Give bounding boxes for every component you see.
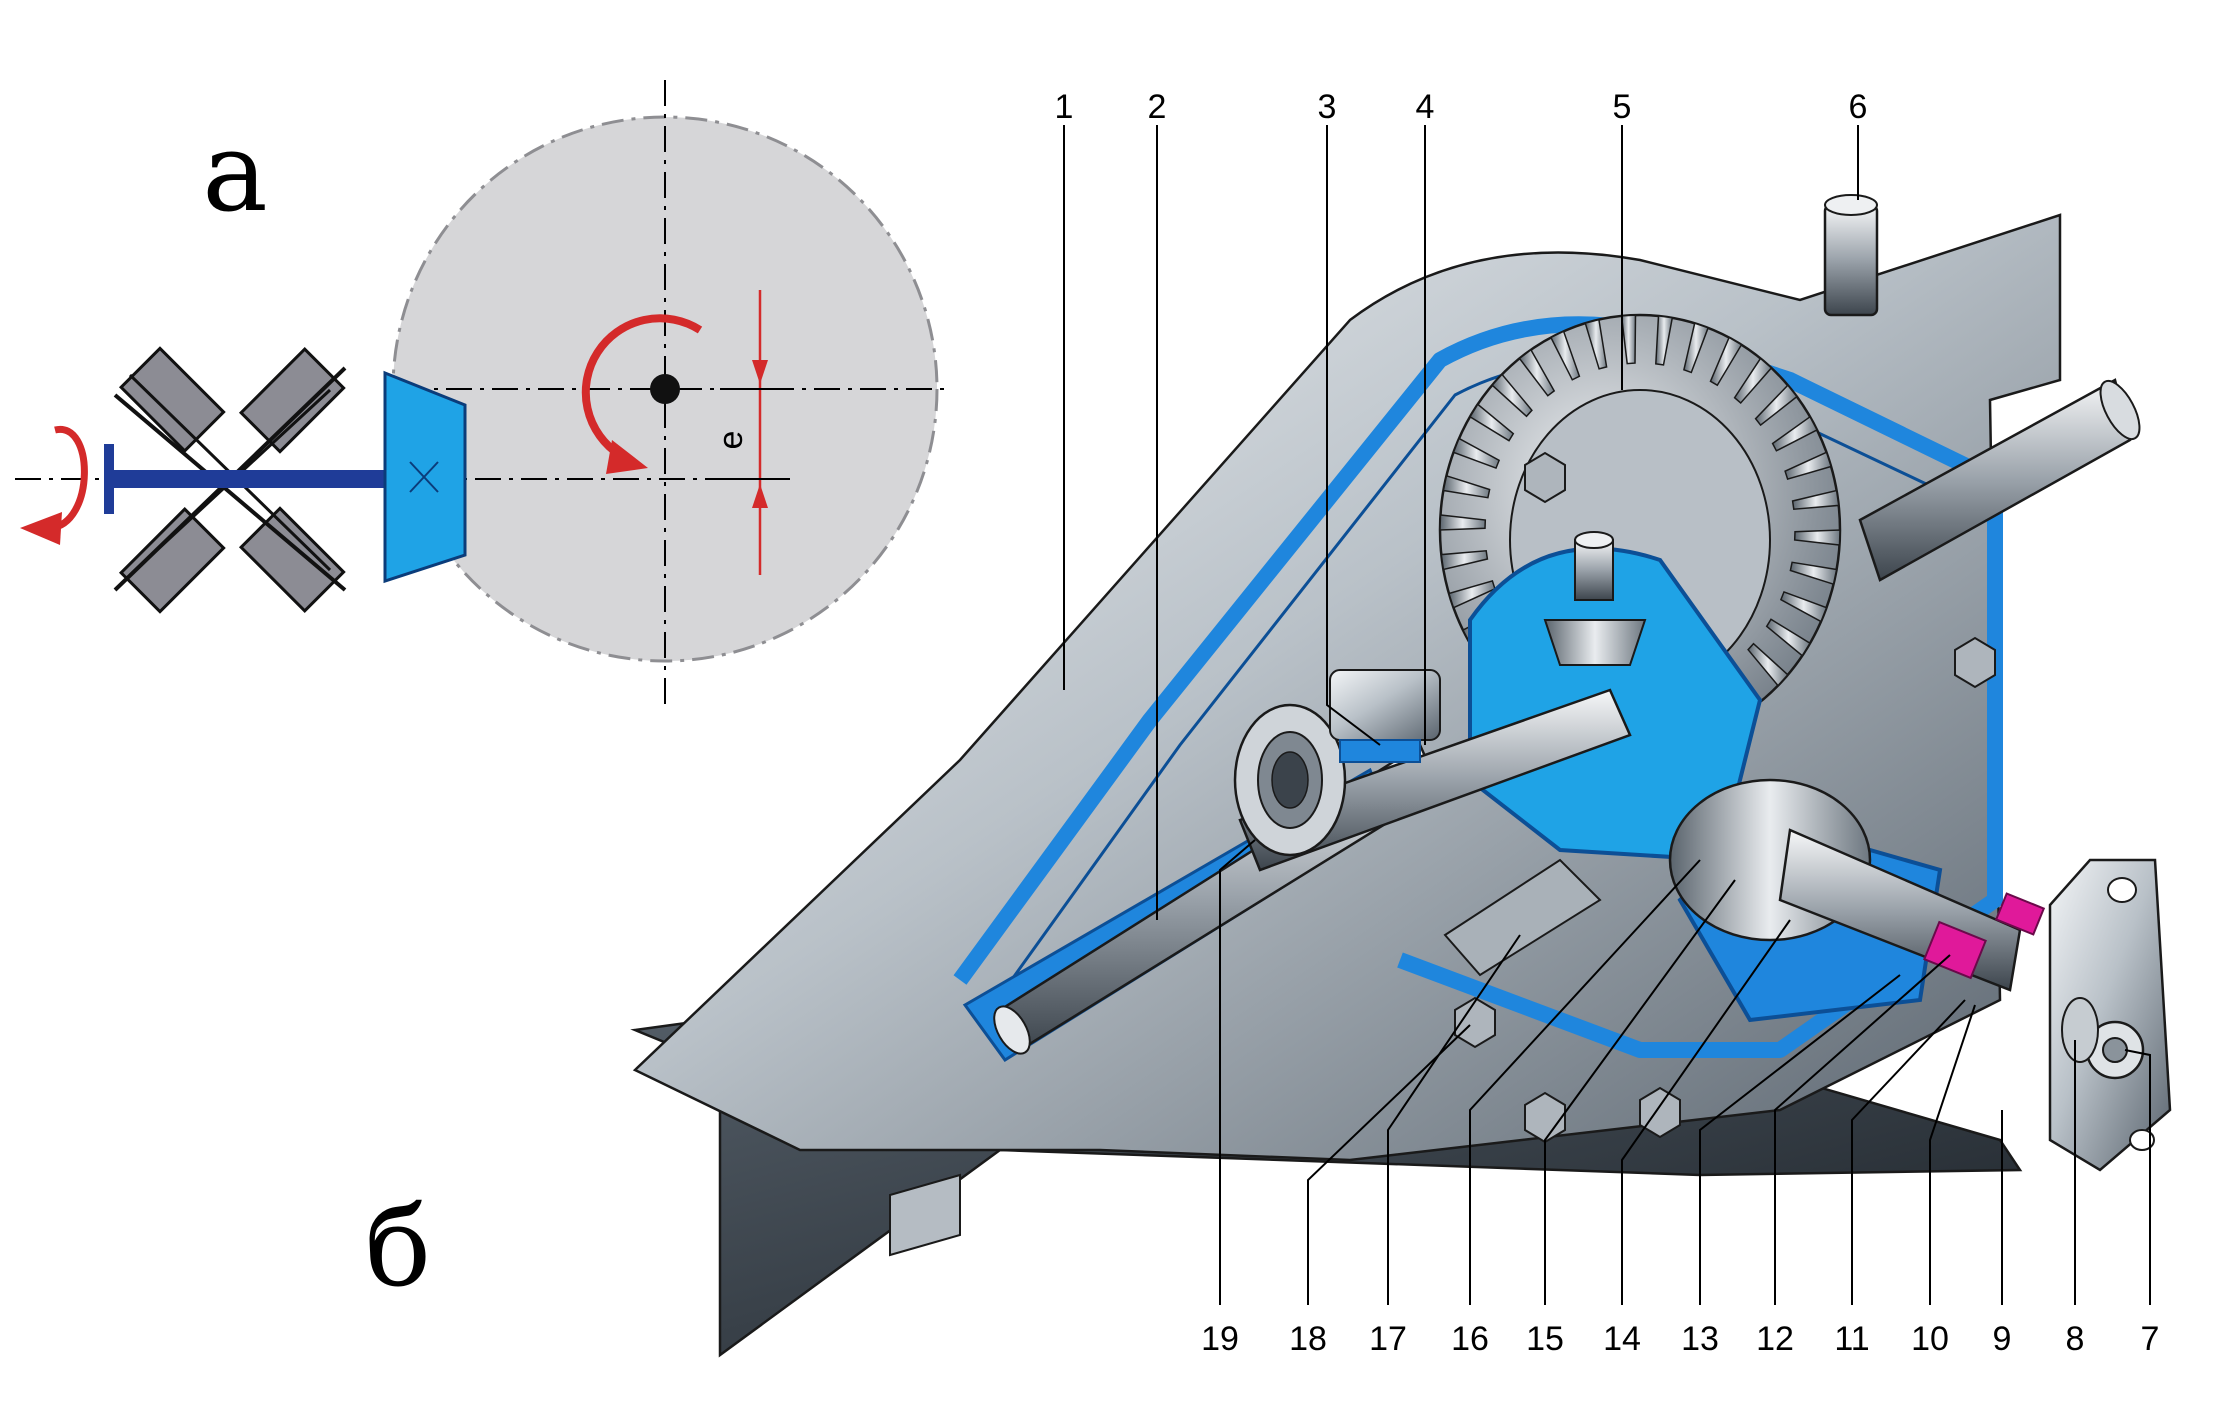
ring-gear-tooth [1468, 403, 1515, 442]
satellite-gear [1543, 531, 1647, 666]
cutaway-b: б [365, 88, 2172, 1358]
bearing-icon [113, 346, 347, 614]
ring-gear-tooth [1789, 561, 1838, 586]
callout-2: 2 [1148, 88, 1167, 126]
companion-flange [2048, 858, 2172, 1172]
shaft-rotation-arrow [49, 426, 88, 532]
callout-11: 11 [1834, 1320, 1869, 1358]
callout-4: 4 [1416, 88, 1435, 126]
top-callouts: 1 2 3 4 5 6 [1055, 88, 1868, 126]
adjusting-nut [1329, 669, 1441, 763]
leader-lines [1063, 125, 2151, 1305]
drive-pinion [1668, 778, 2046, 1023]
eccentricity-dimension: e [712, 290, 790, 575]
eccentricity-label: e [712, 431, 750, 450]
ring-gear-tooth [1793, 529, 1841, 546]
inner-plate [1443, 858, 1602, 977]
label-b: б [365, 1183, 431, 1311]
ring-gear-tooth [1779, 590, 1828, 623]
ring-gear-tooth [1754, 384, 1798, 427]
left-bearing [1233, 703, 1347, 857]
ring-gear-tooth [1733, 357, 1773, 405]
wheel-rotation-arrow [581, 314, 703, 459]
callout-7: 7 [2141, 1320, 2160, 1358]
callout-14: 14 [1603, 1320, 1641, 1358]
ring-gear-tooth [1620, 314, 1637, 365]
flange-plate [889, 1173, 961, 1257]
side-gear-shaft [1238, 688, 1632, 872]
callout-6: 6 [1849, 88, 1868, 126]
ring-gear-tooth [1791, 489, 1840, 511]
ring-gear-tooth [1771, 415, 1819, 452]
label-a: а [202, 108, 268, 236]
ring-gear-tooth [1491, 373, 1533, 418]
callout-18: 18 [1289, 1320, 1327, 1358]
ring-gear-tooth [1452, 437, 1501, 470]
breather-plug [1823, 194, 1879, 317]
callout-19: 19 [1201, 1320, 1239, 1358]
ring-gear-tooth [1439, 514, 1487, 531]
ring-gear-tooth [1784, 451, 1833, 481]
callout-10: 10 [1911, 1320, 1949, 1358]
ring-gear-tooth [1655, 315, 1674, 366]
ring-gear-tooth [1683, 322, 1710, 374]
callout-12: 12 [1756, 1320, 1794, 1358]
ring-center-dot [650, 374, 680, 404]
callout-1: 1 [1055, 88, 1074, 126]
ring-gear-tooth [1549, 330, 1581, 381]
ring-gear-tooth [1709, 336, 1743, 387]
callout-8: 8 [2066, 1320, 2085, 1358]
ring-gear-tooth [1442, 474, 1491, 499]
ring-gear-tooth [1518, 348, 1556, 397]
cover-bolts [1454, 451, 1996, 1144]
callout-9: 9 [1993, 1320, 2012, 1358]
ring-gear-tooth [1440, 549, 1489, 571]
ring-gear-tooth [1584, 318, 1608, 370]
pinion-shaft [110, 470, 390, 488]
callout-5: 5 [1613, 88, 1632, 126]
scheme-a: а e [15, 80, 945, 705]
bottom-callouts: 19 18 17 16 15 14 13 12 11 10 9 8 7 [1201, 1320, 2159, 1358]
callout-15: 15 [1526, 1320, 1564, 1358]
callout-17: 17 [1369, 1320, 1407, 1358]
right-half-shaft [1858, 378, 2132, 582]
ring-gear-tooth [1747, 642, 1789, 687]
callout-16: 16 [1451, 1320, 1489, 1358]
callout-3: 3 [1318, 88, 1337, 126]
callout-13: 13 [1681, 1320, 1719, 1358]
ring-gear-tooth [1447, 579, 1496, 609]
ring-gear-tooth [1765, 618, 1812, 657]
